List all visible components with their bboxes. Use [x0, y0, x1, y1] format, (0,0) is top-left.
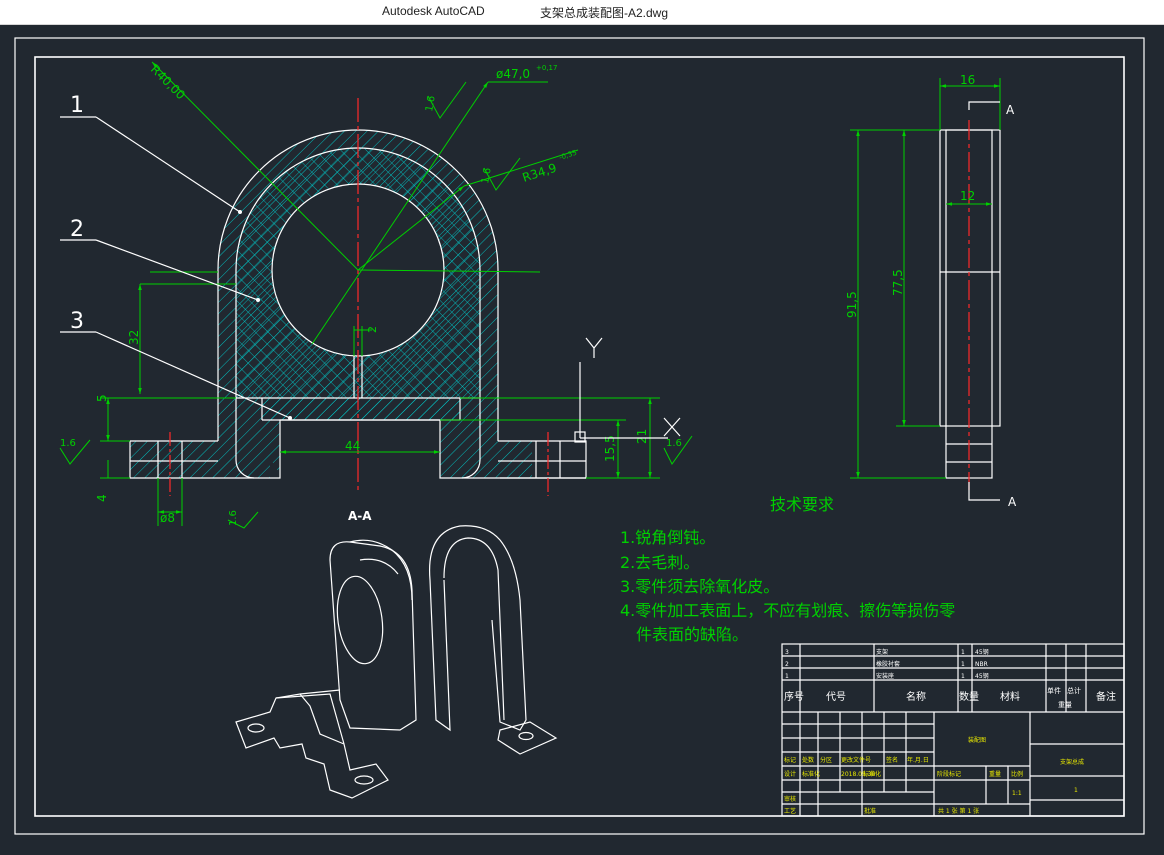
balloon-3: 3: [70, 309, 84, 334]
dim-21: 21: [635, 429, 649, 444]
section-view[interactable]: R40,00 ø47,0 +0,17 R34,9 -0,35 32 2 5 4 …: [0, 25, 693, 529]
dim-77-5: 77,5: [891, 269, 905, 296]
part-row-3-mat: 45钢: [975, 672, 989, 680]
dim-91-5: 91,5: [845, 291, 859, 318]
label-scale: 比例: [1011, 770, 1023, 778]
roughness-1: 1.6: [424, 95, 438, 113]
part-row-1-mat: 45钢: [975, 648, 989, 656]
label-stage-mark: 阶段标记: [937, 770, 961, 778]
dim-15-5: 15,5: [603, 435, 617, 462]
note-5: 件表面的缺陷。: [636, 625, 748, 644]
sheet-number: 1: [1074, 787, 1078, 794]
app-name: Autodesk AutoCAD: [382, 4, 485, 18]
header-no: 序号: [784, 690, 804, 703]
roughness-5: 1.6: [228, 510, 239, 526]
dim-2: 2: [366, 326, 379, 333]
drawing-title: 支架总成: [1060, 758, 1084, 766]
notes-title: 技术要求: [770, 495, 834, 514]
label-check: 审核: [784, 795, 796, 803]
dim-d47: ø47,0: [496, 67, 530, 81]
label-process: 工艺: [784, 807, 796, 815]
part-row-1-qty: 1: [961, 649, 965, 656]
dim-r34-tol: -0,35: [558, 149, 578, 162]
design-date: 2018.05.30: [841, 771, 876, 778]
scale-value: 1:1: [1012, 790, 1022, 797]
dim-32: 32: [127, 330, 141, 345]
drawing-canvas[interactable]: R40,00 ø47,0 +0,17 R34,9 -0,35 32 2 5 4 …: [0, 25, 1164, 851]
label-change-doc: 更改文件号: [841, 756, 871, 764]
part-row-2-name: 橡胶衬套: [876, 660, 900, 668]
dim-12: 12: [960, 189, 975, 203]
label-standard-2: 标准化: [863, 770, 881, 778]
header-qty: 数量: [959, 690, 979, 703]
part-row-1-no: 3: [785, 649, 789, 656]
window-title-bar: Autodesk AutoCAD 支架总成装配图-A2.dwg: [0, 0, 1164, 25]
isometric-view[interactable]: [235, 525, 558, 799]
part-row-2-mat: NBR: [975, 661, 988, 668]
dim-16: 16: [960, 73, 975, 87]
header-mat: 材料: [1000, 690, 1020, 703]
side-view[interactable]: 16 12 91,5 77,5 A A: [845, 73, 1017, 509]
sheet-info: 共 1 张 第 1 张: [938, 807, 979, 815]
label-sign: 签名: [886, 756, 898, 764]
outer-frame: [14, 37, 1145, 835]
label-count: 处数: [802, 756, 814, 764]
label-approve: 批准: [864, 807, 876, 815]
header-remark: 备注: [1096, 690, 1116, 703]
note-4: 4.零件加工表面上，不应有划痕、擦伤等损伤零: [620, 601, 955, 620]
header-single: 单件: [1047, 686, 1061, 695]
inner-frame: [34, 56, 1125, 817]
note-2: 2.去毛刺。: [620, 553, 699, 572]
label-date: 年.月.日: [907, 756, 929, 764]
header-code: 代号: [826, 691, 846, 703]
section-label: A-A: [348, 509, 372, 523]
header-name: 名称: [906, 690, 926, 703]
part-row-2-no: 2: [785, 661, 789, 668]
header-weight: 重量: [1058, 701, 1072, 709]
part-row-3-qty: 1: [961, 673, 965, 680]
note-3: 3.零件须去除氧化皮。: [620, 577, 779, 596]
file-name: 支架总成装配图-A2.dwg: [540, 6, 669, 20]
dim-d8: ø8: [160, 511, 175, 525]
balloon-1: 1: [70, 93, 84, 118]
drawing-svg[interactable]: R40,00 ø47,0 +0,17 R34,9 -0,35 32 2 5 4 …: [0, 25, 1164, 851]
label-standard: 标准化: [802, 770, 820, 778]
label-mark: 标记: [784, 756, 796, 764]
roughness-3: 1.6: [60, 438, 76, 449]
label-design: 设计: [784, 770, 796, 778]
dim-d47-tol: +0,17: [536, 64, 557, 72]
dim-5: 5: [95, 394, 109, 402]
roughness-2: 1.6: [480, 167, 494, 185]
dim-r34: R34,9: [521, 161, 559, 185]
title-block[interactable]: 3 支架 1 45钢 2 橡胶衬套 1 NBR 1 安装座 1 45钢 序号 代…: [781, 643, 1125, 817]
dim-44: 44: [345, 439, 360, 453]
dim-r40: R40,00: [148, 62, 188, 102]
part-row-1-name: 支架: [876, 648, 888, 656]
note-1: 1.锐角倒钝。: [620, 528, 715, 547]
label-zone: 分区: [820, 756, 832, 764]
part-row-2-qty: 1: [961, 661, 965, 668]
roughness-4: 1.6: [666, 438, 682, 449]
drawing-type: 装配图: [968, 736, 986, 744]
part-row-3-no: 1: [785, 673, 789, 680]
section-mark-top: A: [1006, 103, 1015, 117]
part-row-3-name: 安装座: [876, 672, 894, 680]
technical-notes: 技术要求 1.锐角倒钝。 2.去毛刺。 3.零件须去除氧化皮。 4.零件加工表面…: [620, 495, 955, 644]
dim-4: 4: [95, 494, 109, 502]
balloon-2: 2: [70, 217, 84, 242]
section-mark-bottom: A: [1008, 495, 1017, 509]
label-weight: 重量: [989, 770, 1001, 778]
header-total: 总计: [1067, 686, 1081, 695]
